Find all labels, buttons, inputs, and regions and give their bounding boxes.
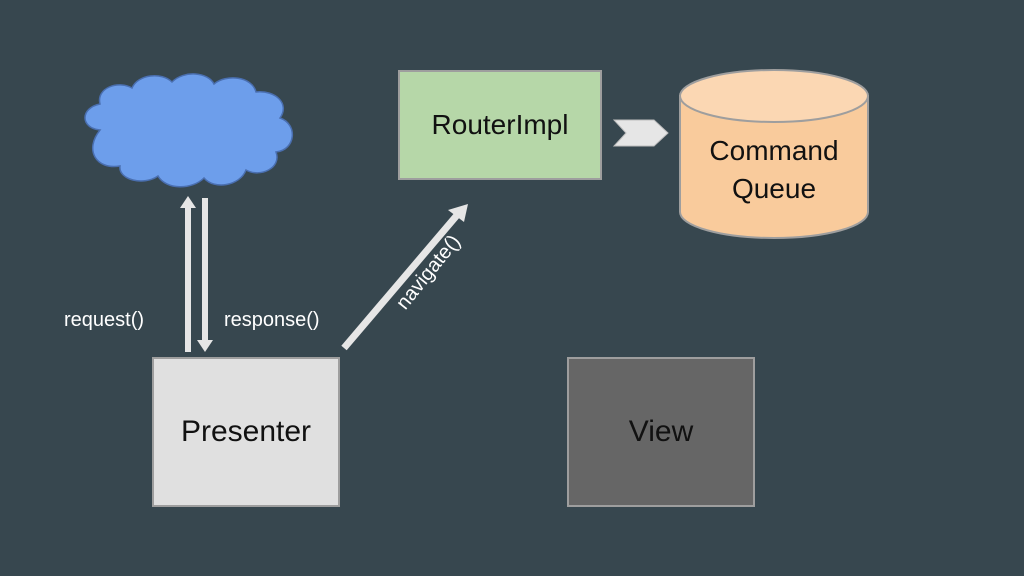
cloud-icon: [84, 73, 294, 188]
command-queue-label: Command Queue: [680, 132, 868, 208]
chevron-arrow-icon: [612, 119, 669, 147]
command-queue-cylinder: [679, 69, 869, 239]
router-impl-label: RouterImpl: [431, 109, 569, 140]
presenter-label: Presenter: [180, 415, 312, 448]
request-arrow: [180, 196, 196, 352]
request-label: request(): [64, 309, 145, 331]
view-box: View: [567, 357, 755, 507]
command-queue-line2: Queue: [731, 173, 817, 204]
navigate-arrow: [341, 204, 468, 351]
command-queue-line1: Command: [709, 135, 839, 166]
presenter-box: Presenter: [152, 357, 340, 507]
response-arrow: [197, 198, 213, 352]
response-label: response(): [224, 309, 320, 331]
router-impl-box: RouterImpl: [398, 70, 602, 180]
view-label: View: [628, 415, 694, 448]
